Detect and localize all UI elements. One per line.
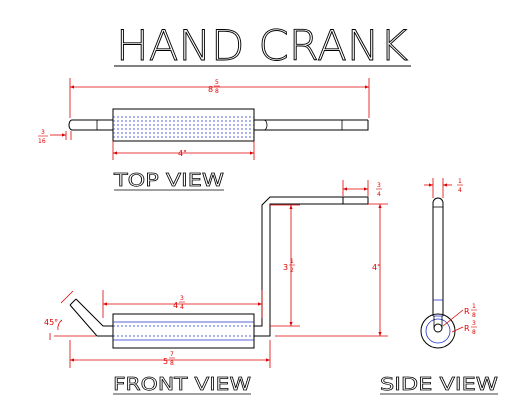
- svg-text:8: 8: [208, 85, 213, 94]
- top-tab-dim: 3 4: [376, 182, 382, 198]
- svg-text:8: 8: [472, 329, 476, 336]
- svg-text:R: R: [464, 307, 470, 316]
- side-view-label: SIDE VIEW: [380, 374, 498, 395]
- svg-text:4: 4: [377, 191, 381, 198]
- svg-text:8: 8: [472, 312, 476, 319]
- inner-radius-dim: R 1 8: [464, 303, 477, 319]
- bottom-length-dim: 5 7 8: [163, 351, 175, 367]
- total-height-dim: 4": [372, 263, 381, 272]
- handle-front-dim: 4 3 4: [173, 295, 185, 311]
- crank-rod: [69, 196, 369, 337]
- svg-text:3: 3: [41, 129, 45, 136]
- front-handle: [112, 313, 255, 349]
- svg-text:3: 3: [283, 263, 288, 272]
- svg-text:3: 3: [377, 182, 381, 189]
- top-rod: [68, 119, 369, 131]
- svg-text:7: 7: [170, 351, 174, 358]
- svg-text:4: 4: [458, 187, 462, 194]
- angle-dim: 45°: [44, 318, 58, 327]
- front-view: 4 3 4 5 7 8 3 1 2 4": [44, 180, 388, 395]
- svg-text:1: 1: [458, 178, 462, 185]
- svg-text:3: 3: [180, 295, 184, 302]
- svg-text:8: 8: [215, 88, 219, 95]
- side-rod: [432, 197, 444, 316]
- rod-diameter-dim: 3 16: [38, 129, 48, 145]
- side-rod-end: [433, 323, 443, 333]
- svg-text:4: 4: [180, 304, 184, 311]
- drawing-title: HAND CRANK: [116, 21, 408, 70]
- top-view-label: TOP VIEW: [113, 170, 224, 191]
- svg-text:1: 1: [290, 258, 294, 265]
- svg-text:2: 2: [290, 267, 294, 274]
- top-view: 8 5 8 3 16 4" TOP VIEW: [38, 78, 370, 191]
- svg-text:5: 5: [163, 357, 168, 366]
- svg-text:8: 8: [170, 360, 174, 367]
- svg-text:1: 1: [472, 303, 476, 310]
- overall-length-dim: 8 5 8: [208, 79, 220, 95]
- crank-height-dim: 3 1 2: [283, 258, 295, 274]
- svg-text:4: 4: [173, 301, 178, 310]
- side-width-dim: 1 4: [457, 178, 463, 194]
- outer-radius-dim: R 3 8: [464, 320, 477, 336]
- svg-text:3: 3: [472, 320, 476, 327]
- svg-text:16: 16: [38, 138, 46, 145]
- svg-text:5: 5: [215, 79, 219, 86]
- svg-text:R: R: [464, 324, 470, 333]
- handle-length-dim: 4": [178, 149, 187, 158]
- front-view-label: FRONT VIEW: [113, 374, 251, 395]
- side-view: 1 4 R 1 8 R 3 8 SIDE VIEW: [380, 178, 499, 395]
